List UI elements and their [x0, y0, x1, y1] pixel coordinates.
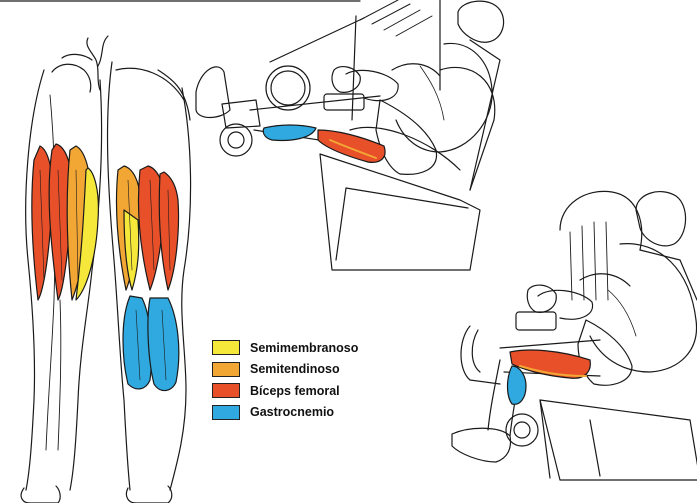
- foot-roller: [219, 123, 253, 157]
- right-leg-outline: [106, 61, 131, 491]
- machine-base: [319, 153, 481, 271]
- machine-base: [539, 399, 697, 481]
- legend-label: Semitendinoso: [250, 362, 340, 377]
- right-gastrocnemio-medial: [122, 295, 153, 390]
- legend-item-biceps-femoral: Bíceps femoral: [212, 380, 358, 402]
- left-biceps-femoral-medial: [48, 143, 73, 301]
- biceps-femoral-swatch: [212, 383, 240, 399]
- leg-anatomy-back-view: [20, 35, 192, 503]
- torso: [395, 42, 493, 153]
- cable: [269, 17, 365, 63]
- lower-biceps-femoral: [509, 349, 591, 379]
- head: [457, 0, 505, 43]
- pelvis-outline: [86, 37, 101, 91]
- shoe: [451, 427, 512, 463]
- torso: [589, 243, 697, 373]
- lower-gastrocnemio: [506, 365, 527, 405]
- head: [635, 191, 687, 247]
- upper-gastrocnemio: [262, 124, 317, 142]
- right-foot: [125, 485, 173, 503]
- seated-leg-curl-figure-bent: [451, 190, 697, 481]
- left-semimembranoso: [75, 167, 99, 301]
- semitendinoso-swatch: [212, 361, 240, 377]
- legend-label: Gastrocnemio: [250, 405, 335, 420]
- legend-label: Bíceps femoral: [250, 383, 340, 398]
- legend-item-gastrocnemio: Gastrocnemio: [212, 402, 358, 424]
- hand: [331, 66, 361, 93]
- left-leg-outline: [25, 69, 45, 491]
- gastrocnemio-swatch: [212, 404, 240, 420]
- hand: [526, 284, 557, 313]
- muscle-legend: Semimembranoso Semitendinoso Bíceps femo…: [212, 337, 358, 423]
- pulley-ring: [265, 65, 311, 111]
- left-foot: [20, 485, 61, 503]
- right-gastrocnemio-lateral: [147, 297, 180, 392]
- semimembranoso-swatch: [212, 340, 240, 356]
- legend-item-semimembranoso: Semimembranoso: [212, 337, 358, 359]
- legend-item-semitendinoso: Semitendinoso: [212, 359, 358, 381]
- seated-leg-curl-figure: [195, 0, 505, 271]
- foot-roller: [505, 413, 539, 447]
- shoe: [195, 66, 231, 119]
- legend-label: Semimembranoso: [250, 340, 359, 355]
- machine-tower: [559, 190, 643, 251]
